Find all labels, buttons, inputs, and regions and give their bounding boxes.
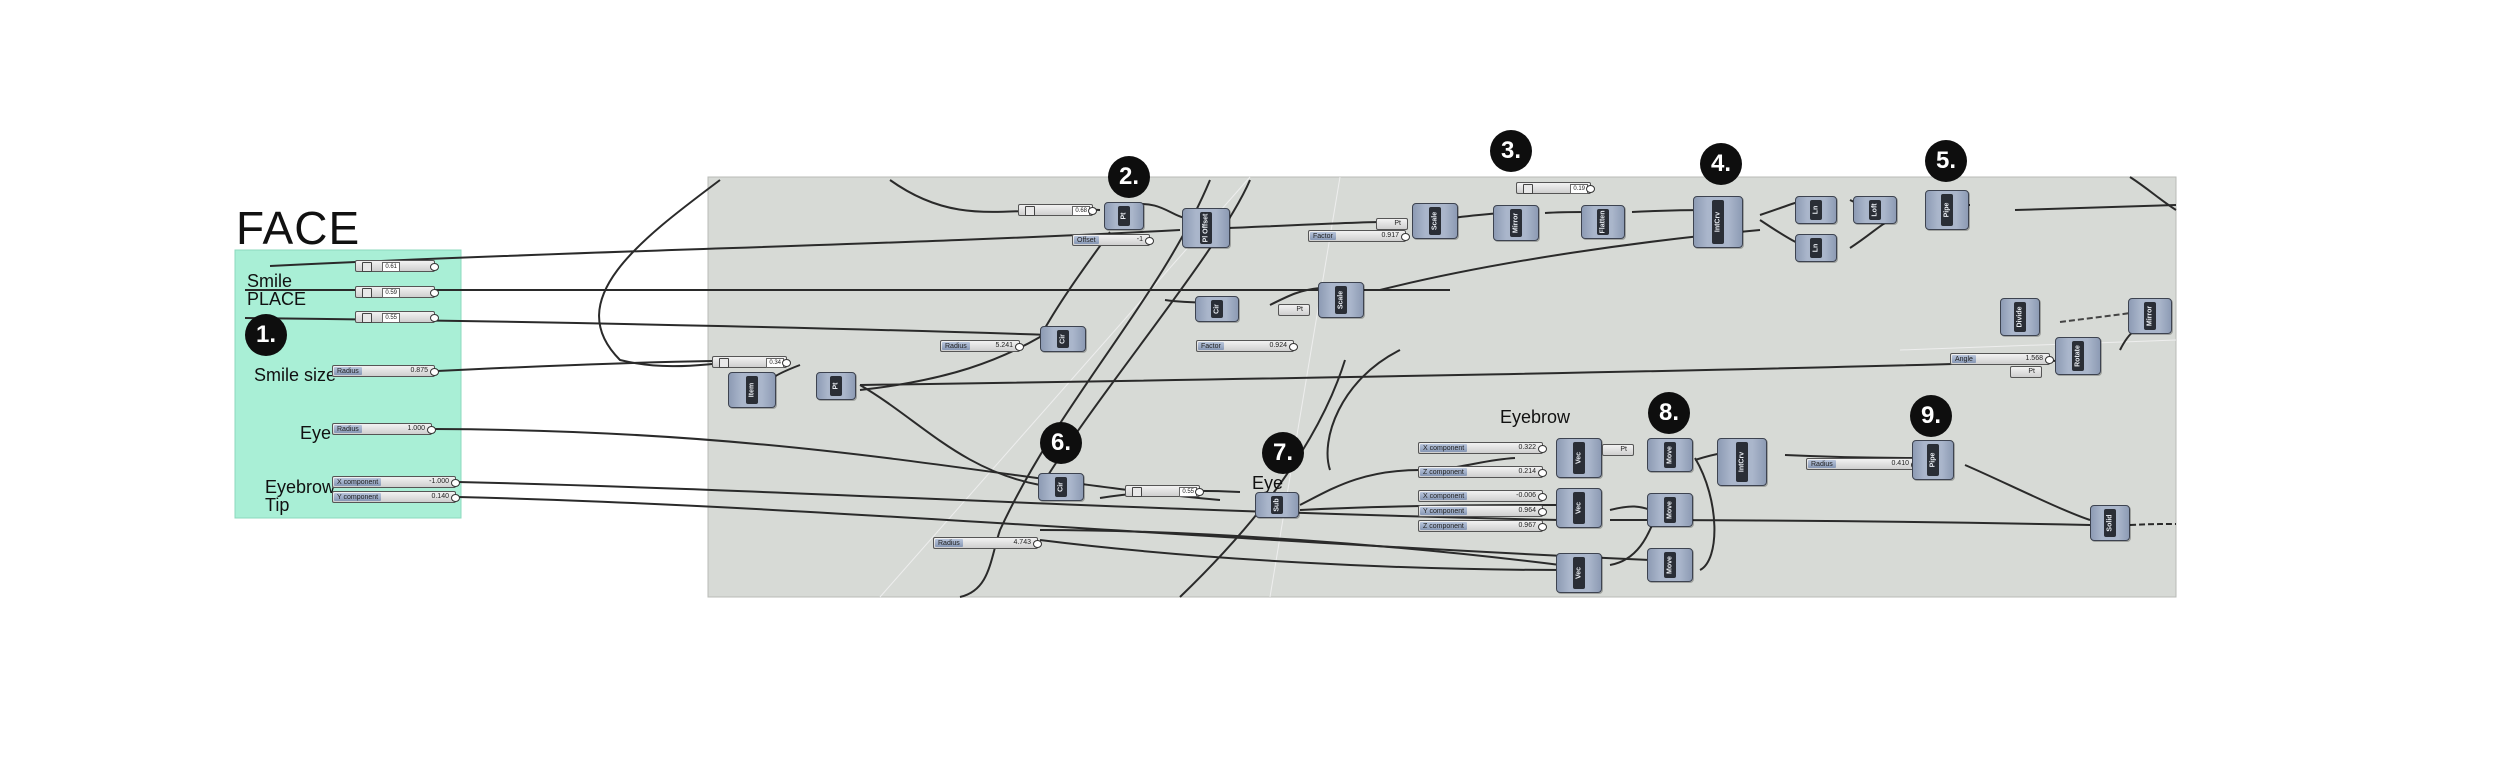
page-title: FACE bbox=[236, 202, 361, 254]
number-slider[interactable]: Offset-1 bbox=[1072, 234, 1154, 246]
component-ln[interactable]: Ln bbox=[1795, 196, 1837, 224]
number-slider[interactable]: 0.55 bbox=[1125, 485, 1204, 497]
component-pt[interactable]: Pt bbox=[816, 372, 856, 400]
component-cir[interactable]: Cir bbox=[1195, 296, 1239, 322]
number-slider[interactable]: 0.19 bbox=[1516, 182, 1595, 194]
step-marker-4: 4. bbox=[1700, 143, 1742, 185]
number-slider[interactable]: 0.68 bbox=[1018, 204, 1097, 216]
number-slider[interactable]: X component-1.000 bbox=[332, 476, 460, 488]
step-marker-8: 8. bbox=[1648, 392, 1690, 434]
number-slider[interactable]: X component-0.006 bbox=[1418, 490, 1547, 502]
smile-size-label: Smile size bbox=[254, 365, 337, 385]
component-divide[interactable]: Divide bbox=[2000, 298, 2040, 336]
relay-pt[interactable]: Pt bbox=[1602, 444, 1634, 456]
number-slider[interactable]: 0.61 bbox=[355, 260, 439, 272]
step-marker-5: 5. bbox=[1925, 140, 1967, 182]
guide-line bbox=[1269, 176, 1341, 598]
step-marker-7: 7. bbox=[1262, 432, 1304, 474]
step-marker-9: 9. bbox=[1910, 395, 1952, 437]
eyebrow-label: Eyebrow bbox=[1500, 407, 1571, 427]
component-mirror[interactable]: Mirror bbox=[2128, 298, 2172, 334]
eyebrow-tip-label-1: Eyebrow bbox=[265, 477, 336, 497]
relay-pt[interactable]: Pt bbox=[1376, 218, 1408, 230]
relay-pt[interactable]: Pt bbox=[1278, 304, 1310, 316]
relay-pt[interactable]: Pt bbox=[2010, 366, 2042, 378]
eye-label: Eye bbox=[300, 423, 332, 443]
component-loft[interactable]: Loft bbox=[1853, 196, 1897, 224]
component-sub[interactable]: Sub bbox=[1255, 492, 1299, 518]
component-vec[interactable]: Vec bbox=[1556, 488, 1602, 528]
number-slider[interactable]: 0.34 bbox=[712, 356, 791, 368]
component-vec[interactable]: Vec bbox=[1556, 438, 1602, 478]
component-item[interactable]: Item bbox=[728, 372, 776, 408]
component-rotate[interactable]: Rotate bbox=[2055, 337, 2101, 375]
component-vec[interactable]: Vec bbox=[1556, 553, 1602, 593]
component-pipe[interactable]: Pipe bbox=[1912, 440, 1954, 480]
smile-place-label-1: Smile bbox=[247, 271, 293, 291]
main-group[interactable] bbox=[707, 176, 2177, 598]
component-cir[interactable]: Cir bbox=[1038, 473, 1084, 501]
step-marker-6: 6. bbox=[1040, 422, 1082, 464]
step-marker-3: 3. bbox=[1490, 130, 1532, 172]
component-pt[interactable]: Pt bbox=[1104, 202, 1144, 230]
component-intcrv[interactable]: IntCrv bbox=[1717, 438, 1767, 486]
component-move[interactable]: Move bbox=[1647, 438, 1693, 472]
component-move[interactable]: Move bbox=[1647, 493, 1693, 527]
smile-place-label-2: PLACE bbox=[247, 289, 307, 309]
step-marker-1: 1. bbox=[245, 314, 287, 356]
step-marker-2: 2. bbox=[1108, 156, 1150, 198]
component-ln[interactable]: Ln bbox=[1795, 234, 1837, 262]
component-cir[interactable]: Cir bbox=[1040, 326, 1086, 352]
component-scale[interactable]: Scale bbox=[1412, 203, 1458, 239]
component-mirror[interactable]: Mirror bbox=[1493, 205, 1539, 241]
component-scale[interactable]: Scale bbox=[1318, 282, 1364, 318]
guide-line bbox=[1899, 339, 2177, 351]
eye-mid-label: Eye bbox=[1252, 473, 1284, 493]
number-slider[interactable]: 0.55 bbox=[355, 311, 439, 323]
component-solid[interactable]: Solid bbox=[2090, 505, 2130, 541]
wires bbox=[244, 176, 2177, 598]
component-intcrv[interactable]: IntCrv bbox=[1693, 196, 1743, 248]
eyebrow-tip-label-2: Tip bbox=[265, 495, 290, 515]
number-slider[interactable]: 0.59 bbox=[355, 286, 439, 298]
component-flatten[interactable]: Flatten bbox=[1581, 205, 1625, 239]
component-move[interactable]: Move bbox=[1647, 548, 1693, 582]
component-pipe[interactable]: Pipe bbox=[1925, 190, 1969, 230]
component-pl-offset[interactable]: Pl Offset bbox=[1182, 208, 1230, 248]
